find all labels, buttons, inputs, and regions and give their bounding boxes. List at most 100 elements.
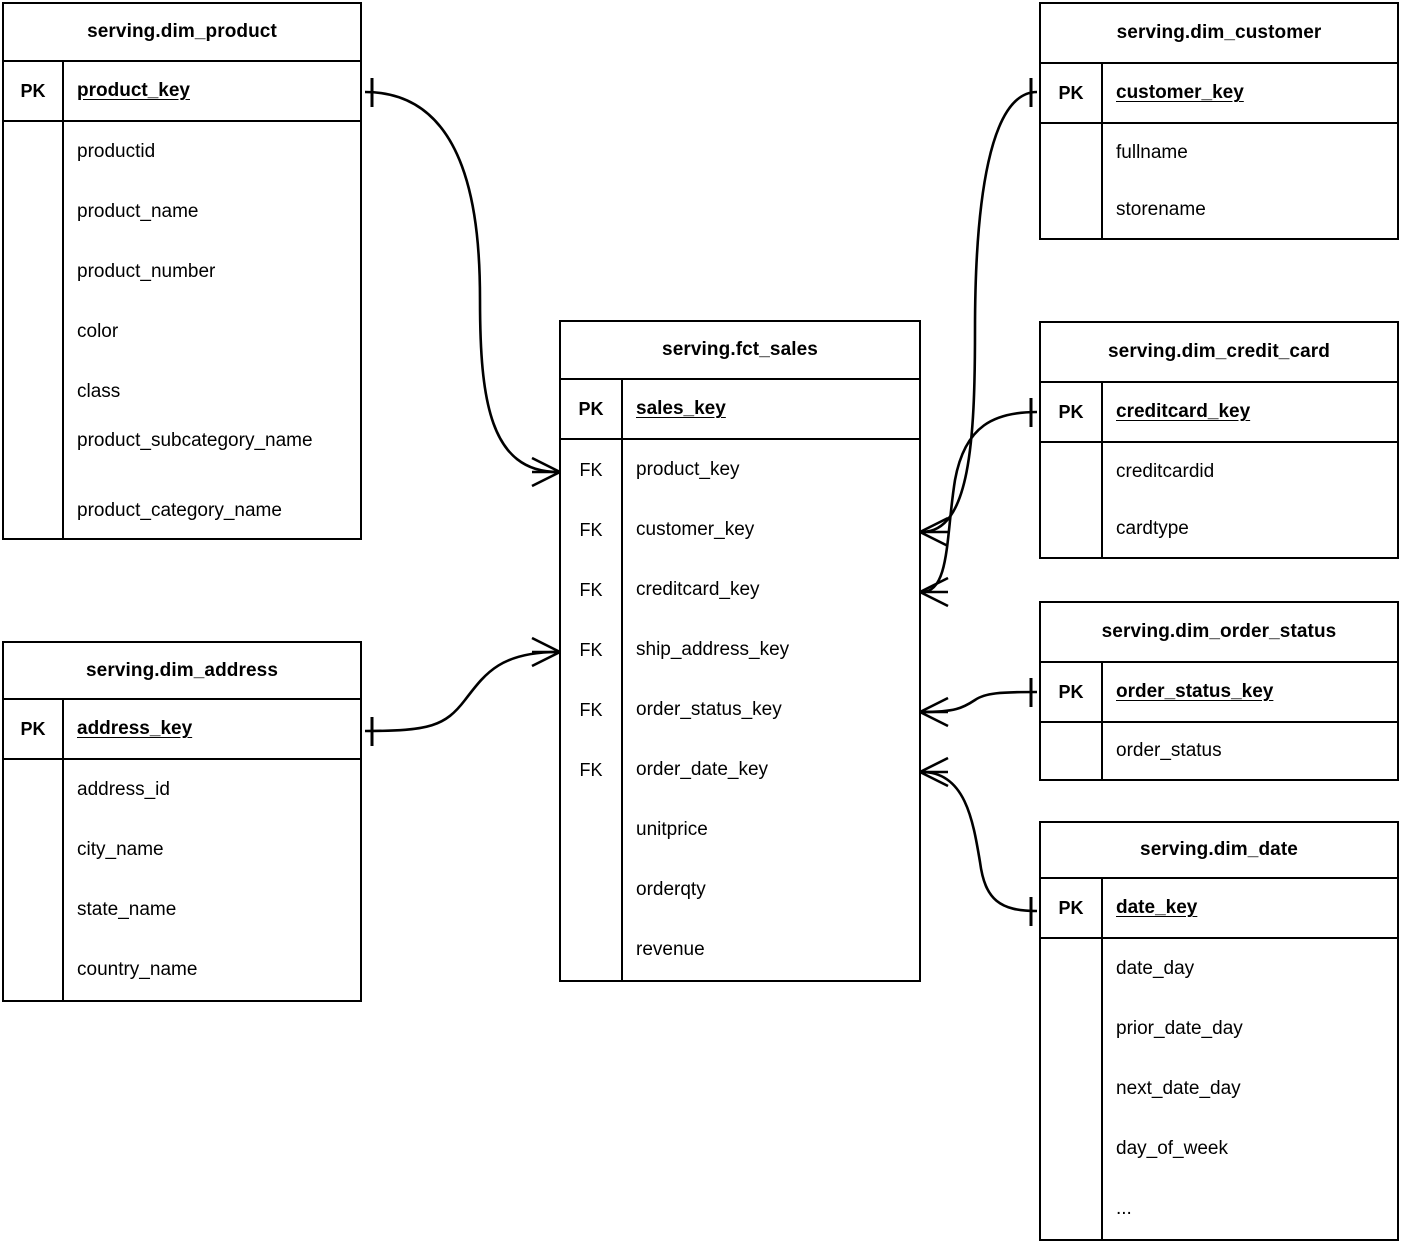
key-spacer (4, 820, 64, 880)
pk-marker-dim-order-status: PK (1041, 663, 1103, 721)
column-row: FK ship_address_key (561, 620, 919, 680)
key-spacer (4, 302, 64, 362)
entity-title-fct-sales: serving.fct_sales (561, 322, 919, 380)
entity-title-dim-customer: serving.dim_customer (1041, 4, 1397, 64)
attribute-list-dim-date: date_day prior_date_day next_date_day da… (1041, 939, 1397, 1239)
attribute-row: creditcardid (1041, 443, 1397, 500)
attribute-label: prior_date_day (1116, 1018, 1243, 1040)
entity-title-dim-credit-card: serving.dim_credit_card (1041, 323, 1397, 383)
key-spacer (4, 484, 64, 538)
pk-row-dim-date: PK date_key (1041, 879, 1397, 939)
column-row: FK order_date_key (561, 740, 919, 800)
attribute-label: next_date_day (1116, 1078, 1241, 1100)
entity-dim-credit-card[interactable]: serving.dim_credit_card PK creditcard_ke… (1039, 321, 1399, 559)
pk-name-dim-customer: customer_key (1116, 82, 1244, 104)
attribute-label: date_day (1116, 958, 1195, 980)
attribute-label: country_name (77, 959, 198, 981)
column-row: FK product_key (561, 440, 919, 500)
attribute-list-dim-product: productid product_name product_number co… (4, 122, 360, 538)
entity-fct-sales[interactable]: serving.fct_sales PK sales_key FK produc… (559, 320, 921, 982)
pk-name-dim-product: product_key (77, 80, 190, 102)
relationship-line-creditcard (919, 398, 1038, 608)
attribute-row: country_name (4, 940, 360, 1000)
key-spacer (1041, 1059, 1103, 1119)
attribute-list-dim-order-status: order_status (1041, 723, 1397, 779)
pk-row-dim-credit-card: PK creditcard_key (1041, 383, 1397, 443)
key-spacer (561, 800, 623, 860)
attribute-label: color (77, 321, 119, 343)
fk-marker: FK (561, 560, 623, 620)
column-row: orderqty (561, 860, 919, 920)
attribute-label: product_number (77, 261, 216, 283)
entity-title-dim-address: serving.dim_address (4, 643, 360, 700)
column-label: ship_address_key (636, 639, 790, 661)
fk-marker: FK (561, 740, 623, 800)
attribute-row: product_category_name (4, 484, 360, 538)
fk-marker: FK (561, 440, 623, 500)
pk-name-dim-address: address_key (77, 718, 193, 740)
pk-row-dim-order-status: PK order_status_key (1041, 663, 1397, 723)
key-spacer (4, 182, 64, 242)
relationship-line-address (364, 636, 561, 746)
key-spacer (4, 940, 64, 1000)
attribute-label: class (77, 381, 121, 403)
entity-dim-date[interactable]: serving.dim_date PK date_key date_day pr… (1039, 821, 1399, 1241)
attribute-list-dim-address: address_id city_name state_name country_… (4, 760, 360, 1000)
column-row: FK creditcard_key (561, 560, 919, 620)
key-spacer (4, 362, 64, 422)
column-label: revenue (636, 939, 705, 961)
attribute-label: city_name (77, 839, 164, 861)
attribute-row: address_id (4, 760, 360, 820)
column-label: product_key (636, 459, 740, 481)
entity-dim-customer[interactable]: serving.dim_customer PK customer_key ful… (1039, 2, 1399, 240)
attribute-row: cardtype (1041, 500, 1397, 557)
attribute-row: prior_date_day (1041, 999, 1397, 1059)
entity-dim-address[interactable]: serving.dim_address PK address_key addre… (2, 641, 362, 1002)
attribute-row: product_name (4, 182, 360, 242)
entity-dim-order-status[interactable]: serving.dim_order_status PK order_status… (1039, 601, 1399, 781)
attribute-row: color (4, 302, 360, 362)
relationship-line-orderstatus (919, 678, 1038, 728)
attribute-label: product_subcategory_name (77, 430, 313, 451)
key-spacer (4, 880, 64, 940)
column-label: creditcard_key (636, 579, 760, 601)
key-spacer (1041, 723, 1103, 779)
attribute-label: creditcardid (1116, 460, 1215, 482)
key-spacer (561, 860, 623, 920)
pk-marker-dim-date: PK (1041, 879, 1103, 937)
attribute-row: productid (4, 122, 360, 182)
column-row: FK customer_key (561, 500, 919, 560)
relationship-line-product (364, 78, 561, 488)
attribute-row: storename (1041, 181, 1397, 238)
attribute-row: day_of_week (1041, 1119, 1397, 1179)
column-label: unitprice (636, 819, 708, 841)
pk-row-fct-sales: PK sales_key (561, 380, 919, 440)
key-spacer (4, 760, 64, 820)
attribute-row: product_number (4, 242, 360, 302)
attribute-list-dim-credit-card: creditcardid cardtype (1041, 443, 1397, 557)
column-list-fct-sales: FK product_key FK customer_key FK credit… (561, 440, 919, 980)
attribute-row: next_date_day (1041, 1059, 1397, 1119)
pk-marker-dim-product: PK (4, 62, 64, 120)
key-spacer (1041, 1179, 1103, 1239)
attribute-row: city_name (4, 820, 360, 880)
entity-dim-product[interactable]: serving.dim_product PK product_key produ… (2, 2, 362, 540)
pk-marker-fct-sales: PK (561, 380, 623, 438)
entity-title-dim-date: serving.dim_date (1041, 823, 1397, 879)
relationship-line-customer (919, 78, 1038, 548)
attribute-row: order_status (1041, 723, 1397, 779)
column-row: unitprice (561, 800, 919, 860)
pk-marker-dim-address: PK (4, 700, 64, 758)
attribute-row: ... (1041, 1179, 1397, 1239)
relationship-line-date (919, 756, 1038, 926)
attribute-label: productid (77, 141, 156, 163)
attribute-label: fullname (1116, 141, 1188, 163)
attribute-row: state_name (4, 880, 360, 940)
attribute-label: cardtype (1116, 517, 1189, 539)
fk-marker: FK (561, 620, 623, 680)
entity-title-dim-product: serving.dim_product (4, 4, 360, 62)
attribute-label: order_status (1116, 740, 1222, 762)
column-label: customer_key (636, 519, 755, 541)
attribute-row: product_subcategory_name (4, 422, 360, 484)
